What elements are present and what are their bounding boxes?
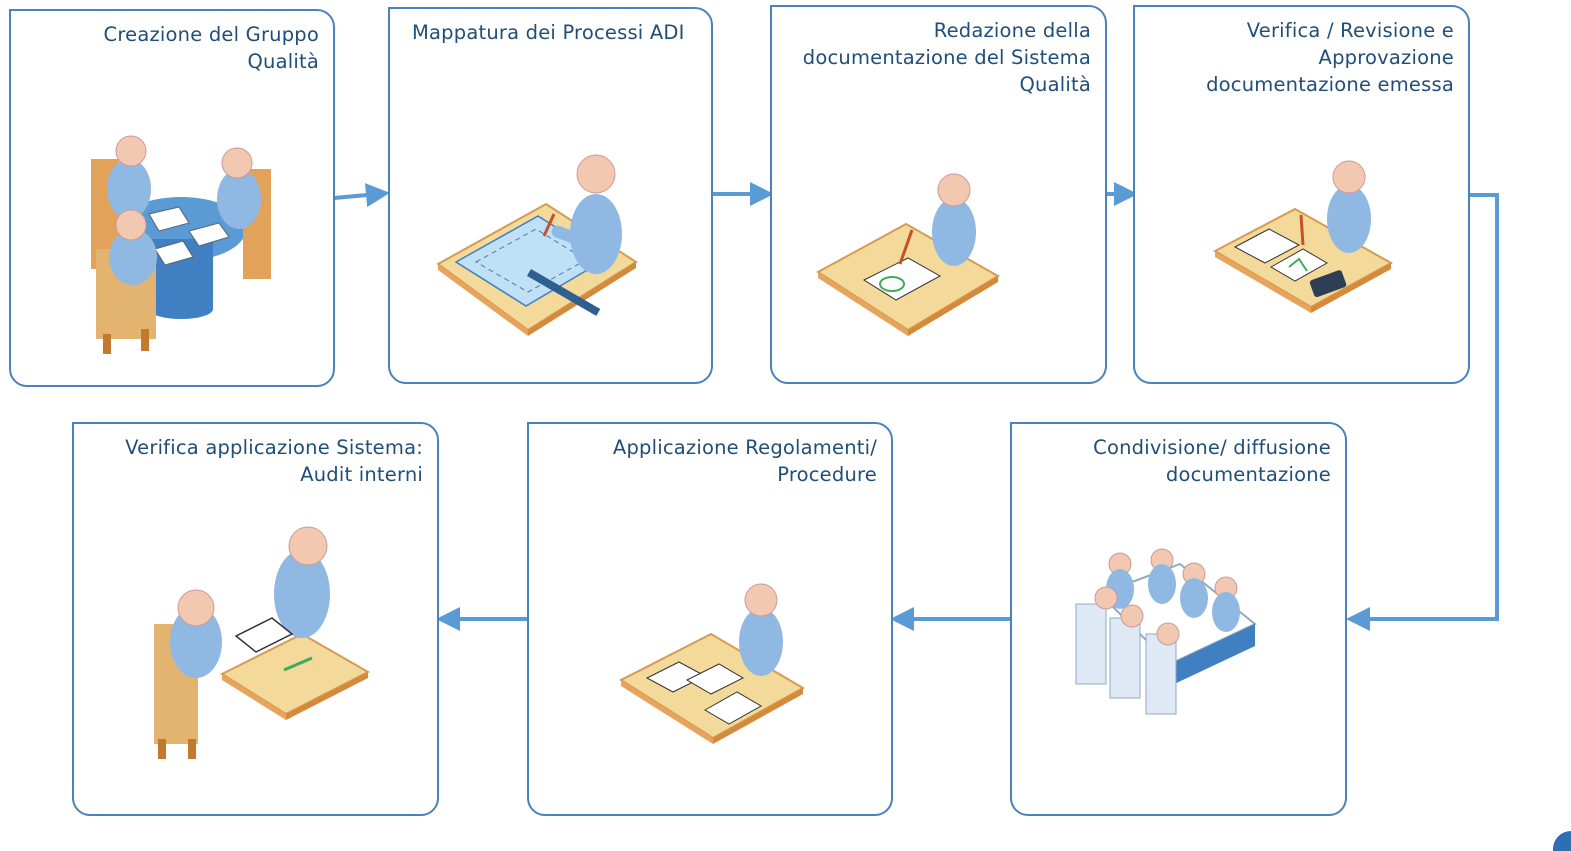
step-4-title: Verifica / Revisione e Approvazione docu… xyxy=(1206,19,1454,96)
applying-procedures-icon xyxy=(619,583,806,744)
step-card-7: Verifica applicazione Sistema: Audit int… xyxy=(72,422,439,816)
step-6-title: Applicazione Regolamenti/ Procedure xyxy=(612,436,877,486)
step-card-5: Condivisione/ diffusione documentazione xyxy=(1010,422,1347,816)
internal-audit-icon xyxy=(154,526,371,759)
writing-document-icon xyxy=(816,173,1000,336)
corner-decoration xyxy=(1553,831,1571,851)
process-mapping-icon xyxy=(436,154,638,336)
review-approval-icon xyxy=(1213,160,1394,313)
step-7-title: Verifica applicazione Sistema: Audit int… xyxy=(125,436,423,486)
step-card-1: Creazione del Gruppo Qualità xyxy=(9,9,335,387)
step-card-4: Verifica / Revisione e Approvazione docu… xyxy=(1133,5,1470,384)
step-card-3: Redazione della documentazione del Siste… xyxy=(770,5,1107,384)
step-card-2: Mappatura dei Processi ADI xyxy=(388,7,713,384)
conference-icon xyxy=(1075,548,1257,715)
arrow-step1-to-step2 xyxy=(333,183,390,208)
step-card-6: Applicazione Regolamenti/ Procedure xyxy=(527,422,893,816)
arrow-step4-to-step5 xyxy=(1346,193,1499,631)
group-meeting-icon xyxy=(91,135,271,354)
step-1-title: Creazione del Gruppo Qualità xyxy=(103,23,319,73)
step-2-title: Mappatura dei Processi ADI xyxy=(412,21,685,44)
step-5-title: Condivisione/ diffusione documentazione xyxy=(1093,436,1331,486)
step-3-title: Redazione della documentazione del Siste… xyxy=(802,19,1091,96)
